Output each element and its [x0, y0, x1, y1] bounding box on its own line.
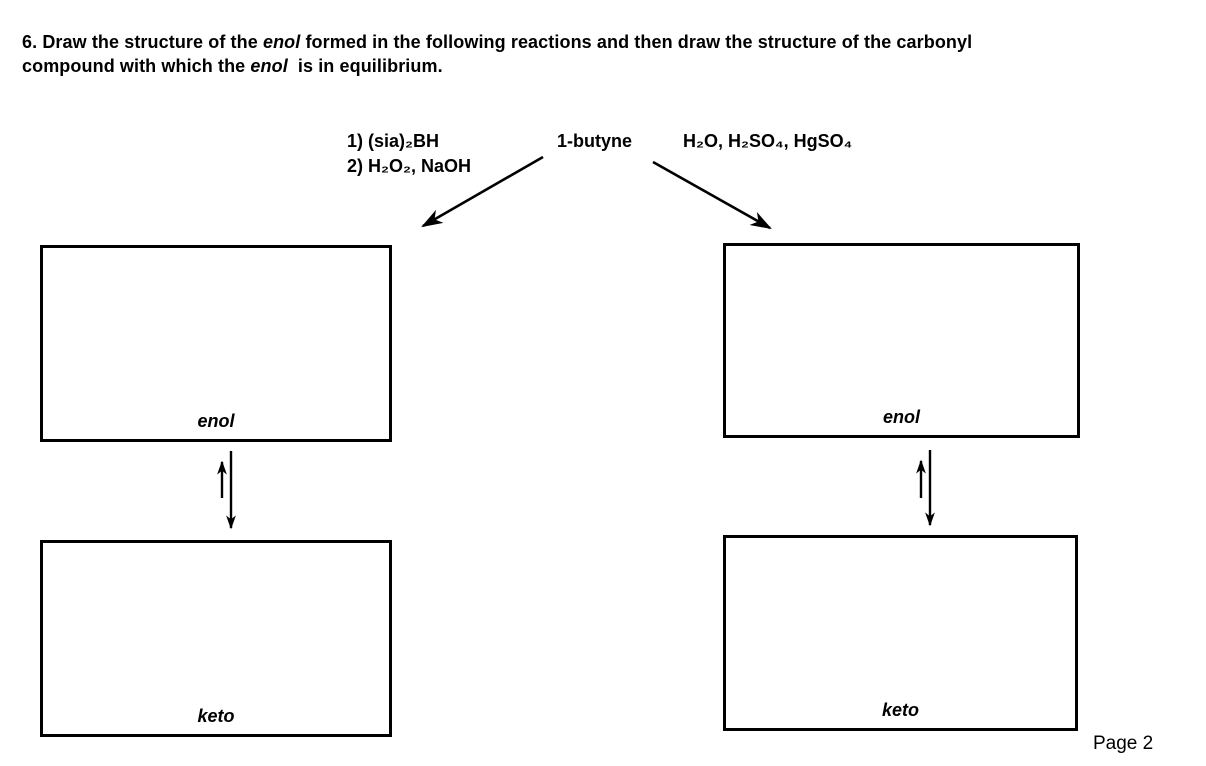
reaction-arrow-right-icon [652, 160, 772, 230]
equilibrium-arrows-left-icon [217, 451, 236, 530]
answer-box-enol-right: enol [723, 243, 1080, 438]
question-line-1: 6. Draw the structure of the enol formed… [22, 32, 973, 52]
equilibrium-arrows-right-icon [916, 450, 935, 527]
question-line-2: compound with which the enol is in equil… [22, 56, 443, 76]
reaction-arrow-left-icon [421, 155, 544, 228]
answer-box-enol-left: enol [40, 245, 392, 442]
enol-label-left: enol [197, 411, 235, 431]
reagent-step-2: 2) H₂O₂, NaOH [347, 156, 472, 176]
reagent-step-1: 1) (sia)₂BH [347, 131, 440, 151]
question-text: 6. Draw the structure of the enol formed… [22, 30, 1182, 78]
page-number: Page 2 [1093, 733, 1154, 754]
answer-box-keto-left: keto [40, 540, 392, 737]
keto-label-right: keto [881, 700, 919, 720]
keto-label-left: keto [197, 706, 235, 726]
enol-label-right: enol [882, 407, 920, 427]
reagents-hydroboration: 1) (sia)₂BH 2) H₂O₂, NaOH [347, 129, 471, 179]
substrate-label: 1-butyne [557, 131, 633, 151]
reagents-oxymercuration: H₂O, H₂SO₄, HgSO₄ [683, 131, 853, 151]
answer-box-keto-right: keto [723, 535, 1078, 731]
